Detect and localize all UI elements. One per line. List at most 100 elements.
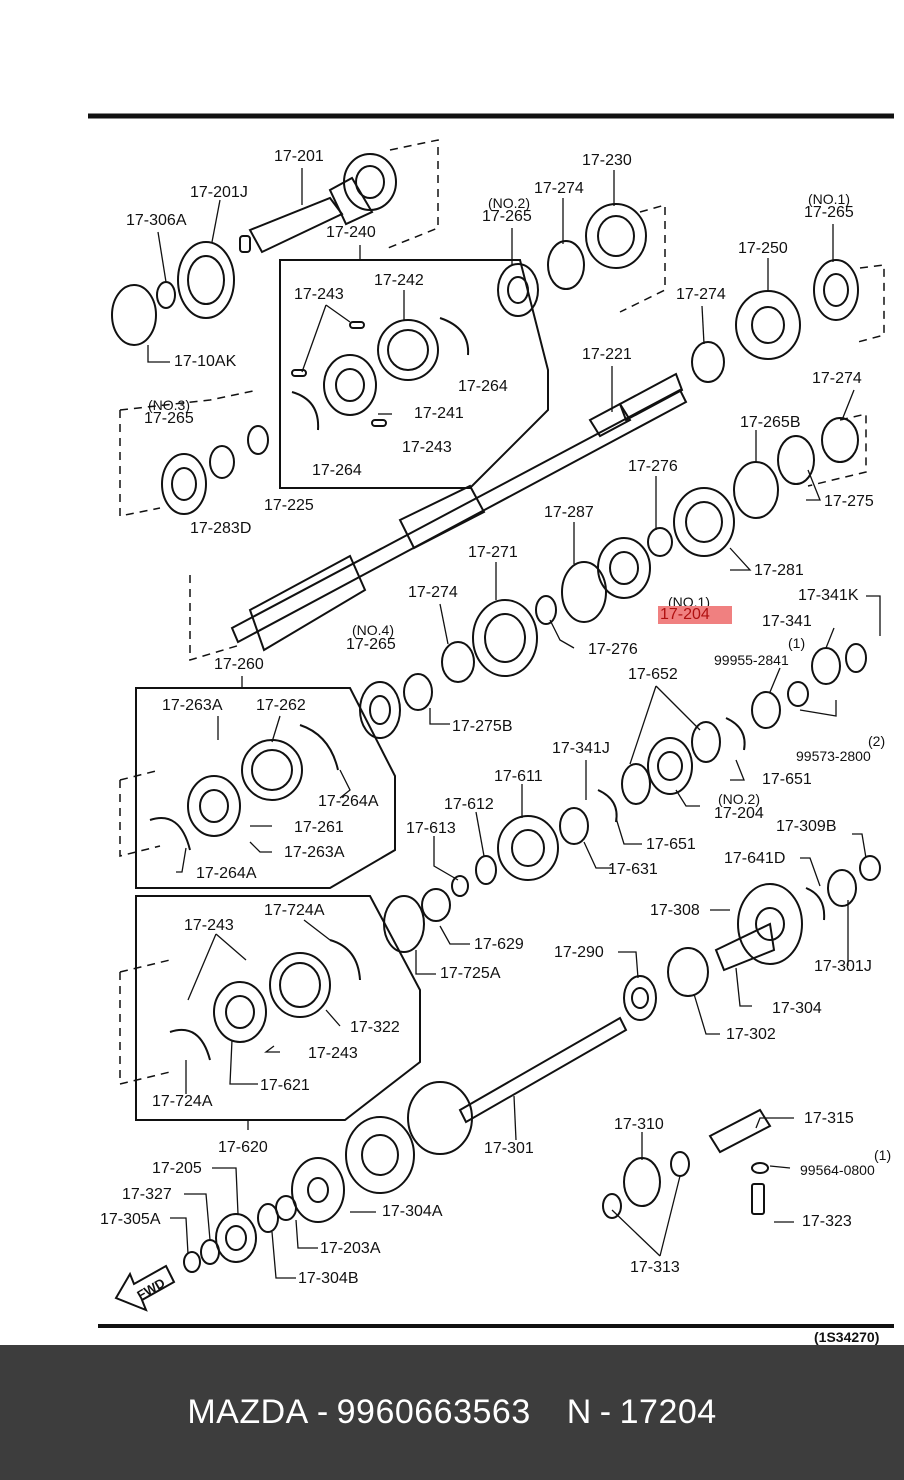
label-17-262: 17-262 [256, 697, 306, 714]
label-17-651-b: 17-651 [646, 836, 696, 853]
label-17-250: 17-250 [738, 240, 788, 257]
exploded-diagram: FWD [88, 113, 894, 1328]
box-17-240 [279, 259, 549, 489]
position-prefix: N [566, 1393, 592, 1431]
fwd-arrow-icon [114, 1264, 176, 1312]
label-17-725a: 17-725A [440, 965, 501, 982]
label-17-611: 17-611 [494, 768, 543, 785]
label-17-304b: 17-304B [298, 1270, 359, 1287]
label-17-309b: 17-309B [776, 818, 837, 835]
label-17-264a-b: 17-264A [196, 865, 257, 882]
label-17-302: 17-302 [726, 1026, 776, 1043]
label-17-263a-a: 17-263A [162, 697, 223, 714]
label-17-327: 17-327 [122, 1186, 172, 1203]
label-17-274-d: 17-274 [408, 584, 458, 601]
label-17-201j: 17-201J [190, 184, 248, 201]
label-17-264-b: 17-264 [312, 462, 362, 479]
separator: - [316, 1393, 329, 1431]
label-99573-2800: 99573-2800 [796, 748, 871, 764]
label-17-613: 17-613 [406, 820, 456, 837]
label-17-724a-b: 17-724A [152, 1093, 213, 1110]
label-17-240: 17-240 [326, 224, 376, 241]
label-17-271: 17-271 [468, 544, 518, 561]
box-17-260 [135, 687, 396, 889]
label-qty-1-b: (1) [874, 1147, 892, 1163]
label-17-243-d: 17-243 [308, 1045, 358, 1062]
label-17-261: 17-261 [294, 819, 344, 836]
label-17-221: 17-221 [582, 346, 632, 363]
label-17-310: 17-310 [614, 1116, 664, 1133]
label-17-205: 17-205 [152, 1160, 202, 1177]
label-no3: (NO.3) [148, 397, 190, 413]
label-17-301j: 17-301J [814, 958, 872, 975]
label-17-243-a: 17-243 [294, 286, 344, 303]
label-17-315: 17-315 [804, 1110, 854, 1127]
label-17-651-a: 17-651 [762, 771, 812, 788]
label-17-260: 17-260 [214, 656, 264, 673]
label-17-301: 17-301 [484, 1140, 534, 1157]
label-no2-b: (NO.2) [718, 791, 760, 807]
fwd-arrow-label: FWD [134, 1275, 167, 1303]
label-no2-a: (NO.2) [488, 195, 530, 211]
label-17-341k: 17-341K [798, 587, 859, 604]
label-17-631: 17-631 [608, 861, 658, 878]
label-17-264-a: 17-264 [458, 378, 508, 395]
label-17-264a-a: 17-264A [318, 793, 379, 810]
label-17-322: 17-322 [350, 1019, 400, 1036]
label-17-274-a: 17-274 [534, 180, 584, 197]
label-17-203a: 17-203A [320, 1240, 381, 1257]
label-qty-1-a: (1) [788, 635, 806, 651]
label-17-276-a: 17-276 [628, 458, 678, 475]
label-17-225: 17-225 [264, 497, 314, 514]
label-qty-2: (2) [868, 733, 886, 749]
label-17-304a: 17-304A [382, 1203, 443, 1220]
label-17-275: 17-275 [824, 493, 874, 510]
label-17-308: 17-308 [650, 902, 700, 919]
label-no1-a: (NO.1) [808, 191, 850, 207]
label-17-265b: 17-265B [740, 414, 801, 431]
label-17-341: 17-341 [762, 613, 812, 630]
label-17-274-c: 17-274 [812, 370, 862, 387]
label-17-241: 17-241 [414, 405, 464, 422]
label-17-275b: 17-275B [452, 718, 513, 735]
label-17-265-b: 17-265 [804, 204, 854, 221]
label-17-306a: 17-306A [126, 212, 187, 229]
label-17-341j: 17-341J [552, 740, 610, 757]
label-17-265-c: 17-265 [144, 410, 194, 427]
label-17-265-a: 17-265 [482, 208, 532, 225]
label-no4: (NO.4) [352, 622, 394, 638]
label-17-305a: 17-305A [100, 1211, 161, 1228]
label-99564-0800: 99564-0800 [800, 1162, 875, 1178]
label-17-265-d: 17-265 [346, 636, 396, 653]
label-17-290: 17-290 [554, 944, 604, 961]
label-17-612: 17-612 [444, 796, 494, 813]
label-17-724a-a: 17-724A [264, 902, 325, 919]
label-17-323: 17-323 [802, 1213, 852, 1230]
input-shaft [239, 153, 397, 254]
label-17-10ak: 17-10AK [174, 353, 237, 370]
diagram-reference-code: (1S34270) [814, 1329, 880, 1345]
main-shaft [230, 372, 688, 652]
label-17-313: 17-313 [630, 1259, 680, 1276]
label-17-204-b: 17-204 [714, 805, 764, 822]
label-17-274-b: 17-274 [676, 286, 726, 303]
label-17-283d: 17-283D [190, 520, 252, 537]
box-17-620 [135, 895, 421, 1121]
label-17-243-c: 17-243 [184, 917, 234, 934]
label-17-652: 17-652 [628, 666, 678, 683]
part-number: 9960663563 [336, 1393, 531, 1431]
position-code: 17204 [619, 1393, 717, 1431]
label-17-629: 17-629 [474, 936, 524, 953]
label-17-242: 17-242 [374, 272, 424, 289]
label-17-620: 17-620 [218, 1139, 268, 1156]
label-17-281: 17-281 [754, 562, 804, 579]
label-17-230: 17-230 [582, 152, 632, 169]
label-17-263a-b: 17-263A [284, 844, 345, 861]
label-17-287: 17-287 [544, 504, 594, 521]
label-17-621: 17-621 [260, 1077, 310, 1094]
label-99955-2841: 99955-2841 [714, 652, 789, 668]
label-17-204-highlighted: 17-204 [658, 606, 732, 624]
label-17-276-b: 17-276 [588, 641, 638, 658]
label-17-304: 17-304 [772, 1000, 822, 1017]
